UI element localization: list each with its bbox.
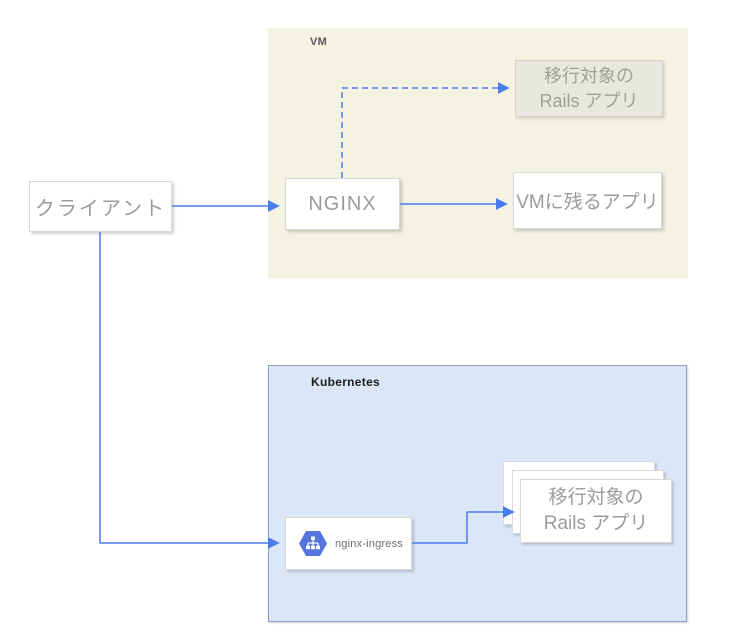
node-vm-remaining-app-label: VMに残るアプリ (516, 192, 659, 213)
node-nginx-label: NGINX (308, 192, 377, 215)
node-vm-rails-app-line2: Rails アプリ (539, 90, 639, 111)
node-client: クライアント (29, 181, 172, 232)
gke-hexagon-icon (299, 531, 327, 556)
node-vm-remaining-app: VMに残るアプリ (513, 172, 662, 229)
node-vm-rails-app-line1: 移行対象の (544, 65, 634, 86)
vm-container-label: VM (310, 36, 328, 48)
edge-client-to-nginx-ingress (99, 232, 280, 549)
node-k8s-rails-app: 移行対象の Rails アプリ (520, 479, 672, 543)
node-nginx-ingress-label: nginx-ingress (334, 537, 404, 550)
node-k8s-rails-app-line1: 移行対象の (548, 487, 644, 508)
node-client-label: クライアント (34, 198, 167, 220)
node-k8s-rails-app-line2: Rails アプリ (543, 513, 649, 534)
kubernetes-container-label: Kubernetes (311, 375, 381, 389)
node-vm-rails-app-inactive: 移行対象の Rails アプリ (515, 60, 663, 117)
node-nginx-ingress: nginx-ingress (285, 517, 412, 570)
node-nginx: NGINX (285, 178, 400, 230)
